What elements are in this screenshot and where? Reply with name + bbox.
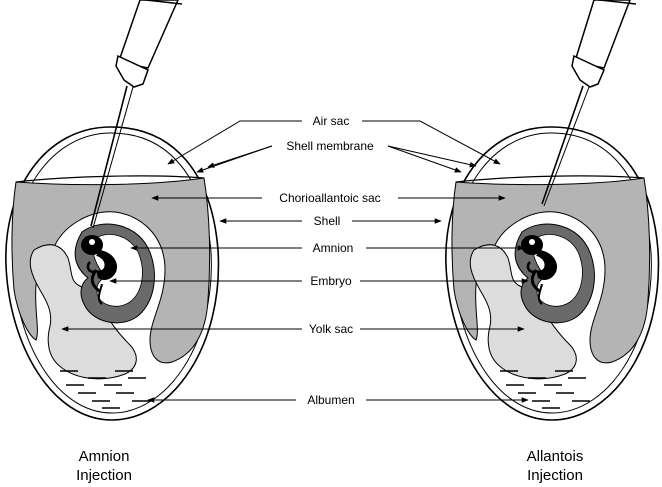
arrow-air-sac-left <box>167 120 302 165</box>
label-yolk-sac: Yolk sac <box>309 322 353 336</box>
captions: Amnion Injection Allantois Injection <box>76 448 583 484</box>
arrow-shell-membrane-left-2 <box>207 145 273 168</box>
label-shell-membrane: Shell membrane <box>286 139 374 153</box>
annotation-arrows <box>61 120 529 403</box>
right-egg <box>444 0 660 422</box>
left-syringe <box>90 0 183 229</box>
label-air-sac: Air sac <box>313 114 350 128</box>
caption-left-line1: Amnion <box>79 448 130 465</box>
arrow-air-sac-right <box>362 120 501 165</box>
caption-right-line2: Injection <box>527 467 583 484</box>
arrow-shell-membrane-right-1 <box>387 145 462 173</box>
label-chorioallantoic-sac: Chorioallantoic sac <box>279 191 380 205</box>
label-amnion: Amnion <box>313 241 354 255</box>
caption-right-line1: Allantois <box>527 448 584 465</box>
arrow-shell-membrane-right-2 <box>387 145 477 168</box>
left-egg <box>4 0 220 422</box>
caption-left-line2: Injection <box>76 467 132 484</box>
labels: Air sac Shell membrane Chorioallantoic s… <box>279 114 380 407</box>
label-albumen: Albumen <box>307 393 354 407</box>
label-embryo: Embryo <box>310 274 352 288</box>
label-shell: Shell <box>314 214 341 228</box>
right-syringe <box>541 0 637 207</box>
